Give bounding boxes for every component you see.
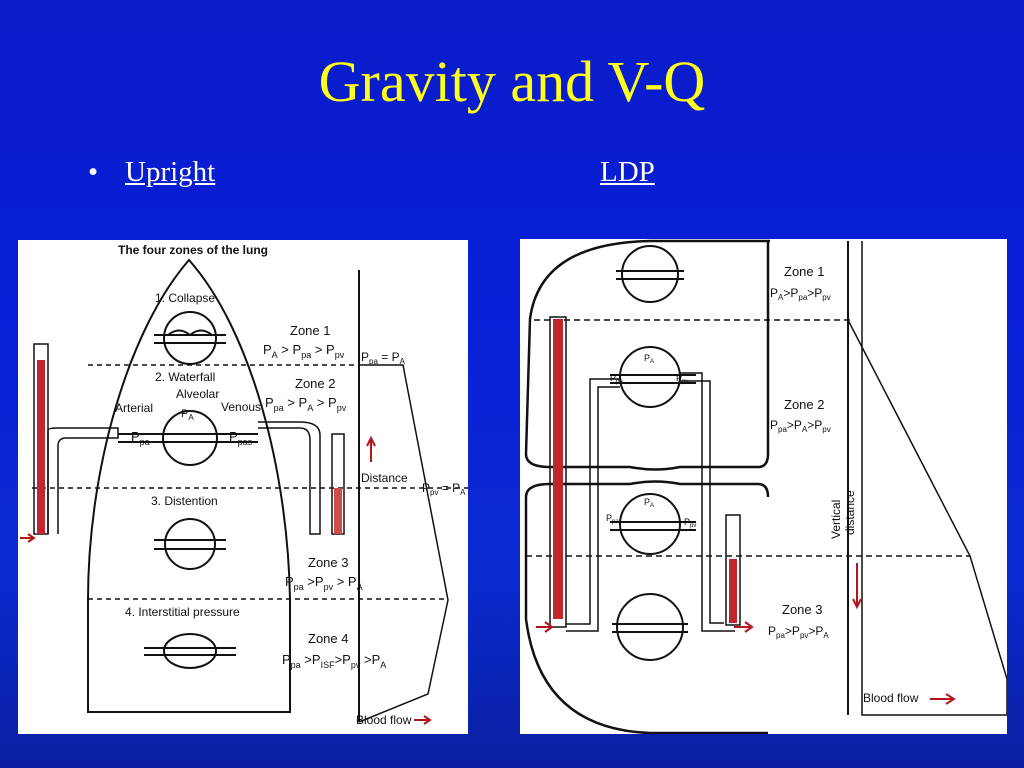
upright-zone4-label: Zone 4 [308,631,348,646]
upright-zone1-formula: PA > Ppa > Ppv [263,342,345,360]
ldp-zone3-label: Zone 3 [782,602,822,617]
ldp-pa-label-2: PA [644,497,654,509]
venous-label: Venous [221,400,261,414]
ldp-blood-flow-label: Blood flow [863,691,919,705]
zone-title-collapse: 1. Collapse [155,291,215,305]
upright-zone2-formula: Ppa > PA > Ppv [265,395,347,413]
ldp-zone1-formula: PA>Ppa>Ppv [770,286,831,302]
ldp-lower-lung-outline [524,480,770,734]
upright-link[interactable]: Upright [125,156,216,188]
ldp-diagram: PA Ppa Ppv PA Ppa Ppv Zone 1 PA>Ppa>Ppv … [520,239,1007,734]
ldp-zone2-formula: Ppa>PA>Ppv [770,418,831,434]
ldp-zone3-formula: Ppa>Ppv>PA [768,624,829,640]
arterial-inflow-arrow [20,533,36,543]
ppa-label: Ppa [131,429,150,447]
ldp-alveolus-3 [610,493,696,555]
alveolus-zone3 [154,518,226,570]
ldp-venous-column [680,372,741,632]
ldp-alveolus-2 [610,346,696,408]
ldp-alveolus-4 [612,593,688,661]
distance-up-arrow [366,435,376,462]
upright-heading: The four zones of the lung [118,243,268,257]
upright-zone1-label: Zone 1 [290,323,330,338]
venous-tube [258,421,345,535]
zone-title-distention: 3. Distention [151,494,218,508]
ldp-blood-flow-curve [847,241,1007,716]
ldp-distance-label: distance [843,490,857,535]
ldp-venous-outflow-arrow [734,621,754,633]
ppa-equals-pa: Ppa = PA [361,350,406,366]
blood-flow-arrow [414,715,432,725]
ldp-distance-down-arrow [852,563,862,610]
upright-distance-label: Distance [361,471,408,485]
alveolus-zone2 [118,410,258,466]
ldp-pa-label-1: PA [644,353,654,365]
alveolus-zone4 [144,633,236,669]
ldp-zone1-label: Zone 1 [784,264,824,279]
ppv-equals-pa: Ppv = PA [422,481,466,497]
arterial-label: Arterial [115,401,153,415]
ppas-label: Ppas [229,429,253,447]
blood-flow-curve [358,364,449,723]
slide-title: Gravity and V-Q [318,49,706,114]
ldp-ppv-label-2: Ppv [684,517,696,529]
lung-outline [87,258,291,713]
ldp-arterial-inflow-arrow [536,621,554,633]
ldp-alveolus-1 [616,245,684,303]
upright-zone3-formula: Ppa >Ppv > PA [285,574,363,592]
upright-blood-flow-label: Blood flow [356,713,412,727]
ldp-zone2-label: Zone 2 [784,397,824,412]
ldp-blood-flow-arrow [930,693,956,705]
ldp-arterial-column [549,316,620,632]
arterial-tube [33,343,119,535]
alveolus-zone1 [154,311,226,365]
upright-zone4-formula: Ppa >PISF>Ppv >PA [282,652,386,670]
upright-zone2-label: Zone 2 [295,376,335,391]
ldp-link[interactable]: LDP [600,156,655,188]
bullet-glyph: • [88,156,99,188]
ldp-upper-lung-outline [524,239,770,471]
upright-diagram: The four zones of the lung 1. Collapse 2… [18,240,468,734]
alveolar-label: Alveolar [176,387,219,401]
zone-title-interstitial: 4. Interstitial pressure [125,605,240,619]
ldp-vertical-label: Vertical [829,500,843,539]
zone-title-waterfall: 2. Waterfall [155,370,215,384]
ldp-ppa-label-2: Ppa [606,513,619,525]
upright-zone3-label: Zone 3 [308,555,348,570]
